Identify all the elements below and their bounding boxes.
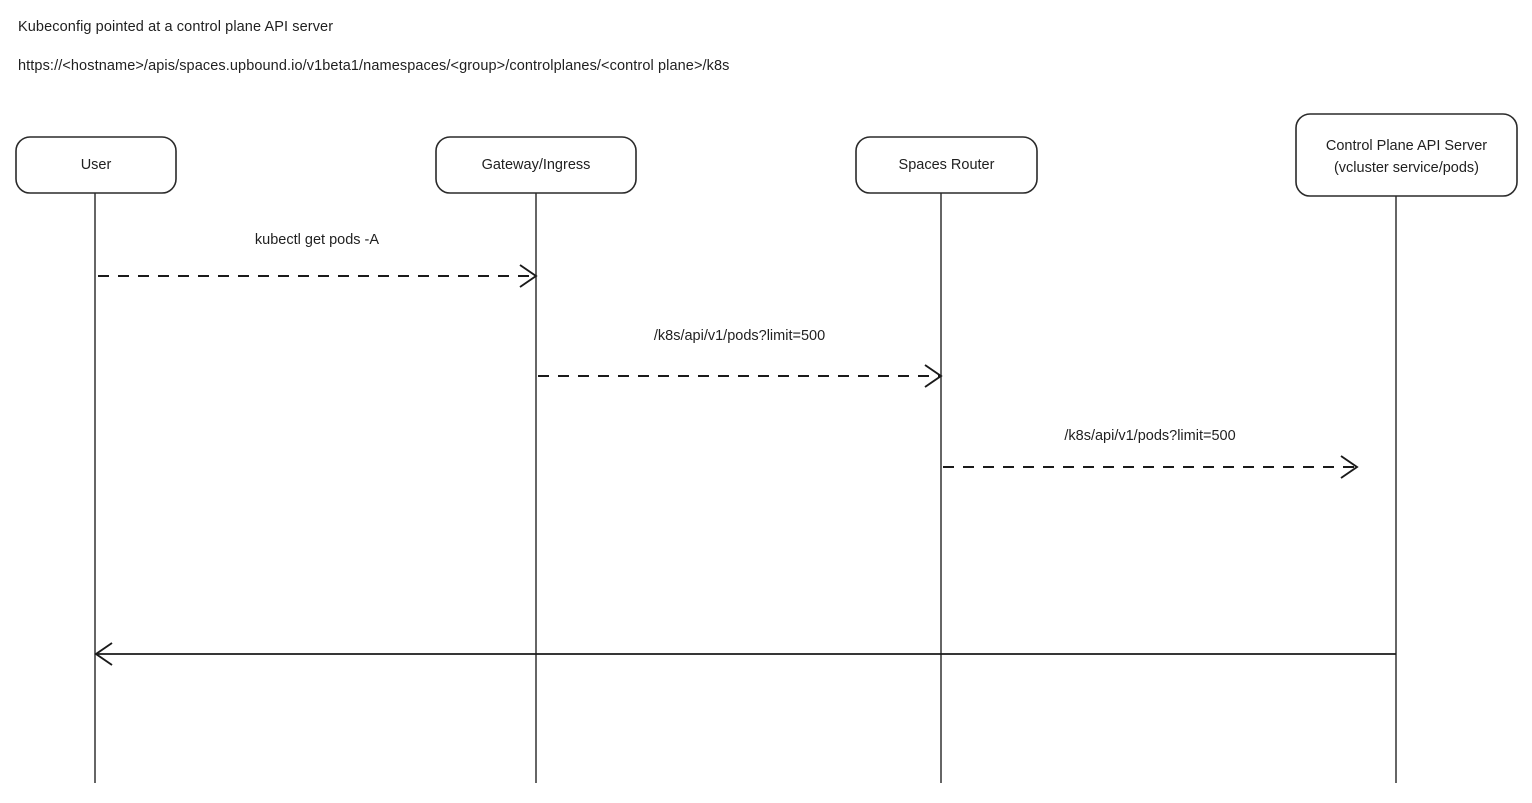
participant-box <box>855 136 1038 194</box>
message-label-msg-2: /k8s/api/v1/pods?limit=500 <box>654 328 825 344</box>
message-msg-2: /k8s/api/v1/pods?limit=500 <box>538 328 943 388</box>
message-msg-3: /k8s/api/v1/pods?limit=500 <box>943 428 1359 479</box>
participant-user[interactable]: User <box>15 136 177 194</box>
participant-box <box>1295 113 1518 197</box>
participant-label: User <box>81 157 112 173</box>
arrowhead-msg-3 <box>1340 455 1359 479</box>
arrowhead-msg-2 <box>924 364 943 388</box>
participant-control-plane[interactable]: Control Plane API Server (vcluster servic… <box>1295 113 1518 197</box>
participant-spaces-router[interactable]: Spaces Router <box>855 136 1038 194</box>
participant-box <box>15 136 177 194</box>
header-url: https://<hostname>/apis/spaces.upbound.i… <box>18 58 730 74</box>
arrowhead-msg-1 <box>519 264 538 288</box>
participant-label: Spaces Router <box>899 157 995 173</box>
participant-label: Gateway/Ingress <box>482 157 591 173</box>
participant-sublabel: (vcluster service/pods) <box>1334 160 1479 176</box>
header-title: Kubeconfig pointed at a control plane AP… <box>18 19 334 35</box>
message-label-msg-3: /k8s/api/v1/pods?limit=500 <box>1064 428 1235 444</box>
messages-group: kubectl get pods -A/k8s/api/v1/pods?limi… <box>94 232 1396 666</box>
participant-label: Control Plane API Server <box>1326 138 1487 154</box>
message-msg-1: kubectl get pods -A <box>98 232 538 288</box>
message-msg-4 <box>94 642 1396 666</box>
participant-gateway[interactable]: Gateway/Ingress <box>435 136 637 194</box>
participants-group: User Gateway/Ingress Spaces Router Control … <box>15 113 1518 197</box>
message-label-msg-1: kubectl get pods -A <box>255 232 379 248</box>
arrowhead-msg-4 <box>94 642 113 666</box>
lifelines-group <box>94 193 1397 783</box>
participant-box <box>435 136 637 194</box>
